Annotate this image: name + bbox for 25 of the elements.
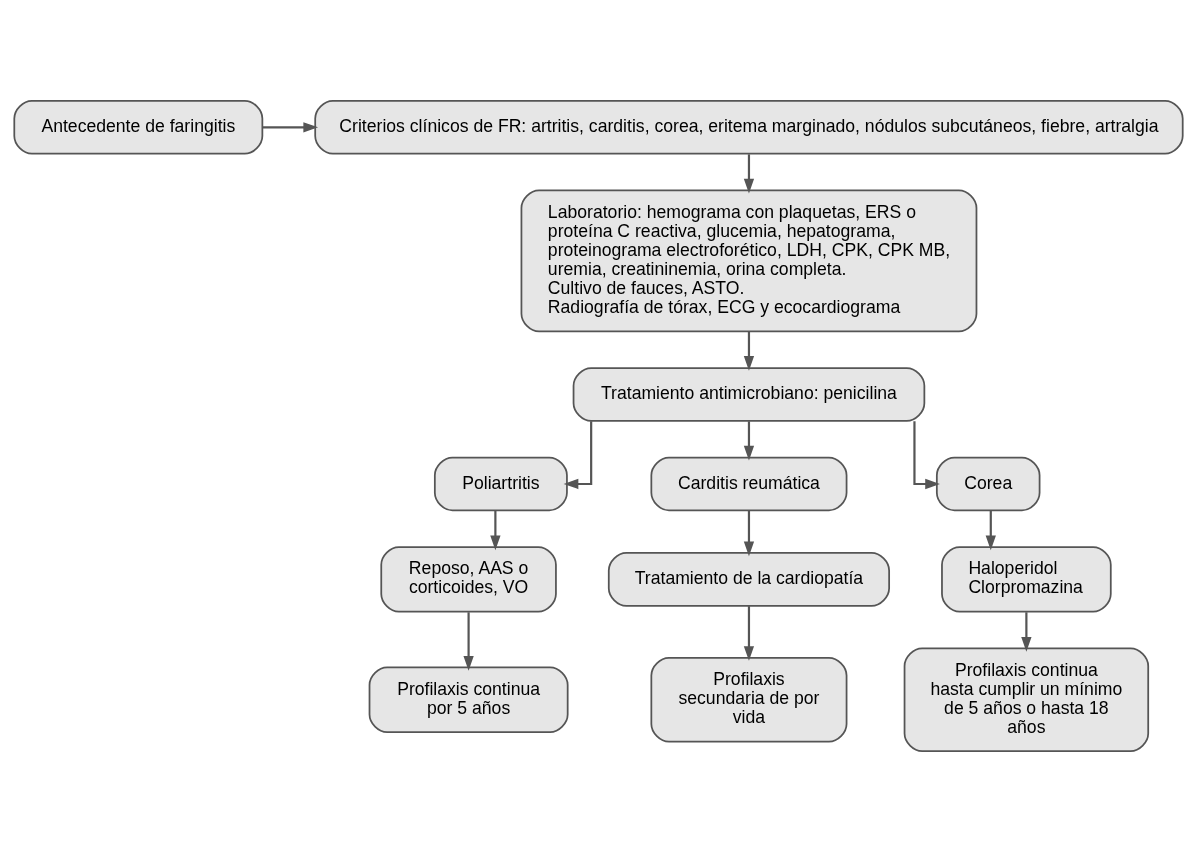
node-box: Reposo, AAS o corticoides, VO — [380, 546, 557, 613]
arrow — [743, 421, 755, 461]
arrow — [262, 122, 319, 133]
node-box: Profilaxis secundaria de por vida — [650, 657, 848, 743]
arrow — [463, 612, 474, 671]
arrow — [913, 421, 940, 490]
node-box: Poliartritis — [433, 456, 568, 512]
node-box: Tratamiento de la cardiopatía — [607, 552, 890, 607]
arrow — [985, 510, 996, 551]
arrow — [743, 331, 755, 371]
node-box: Profilaxis continua por 5 años — [368, 666, 569, 733]
arrow — [563, 421, 593, 490]
node-box: Laboratorio: hemograma con plaquetas, ERS o proteína C reactiva, glucemia, hepatograma, proteinograma electroforético, LDH, CPK, CPK MB, uremia, creatininemia, orina completa. Cultivo de fauces, ASTO. Radiografía de tórax, ECG y ecocardiograma — [520, 189, 978, 333]
arrow — [743, 510, 755, 557]
node-box: Profilaxis continua hasta cumplir un mínimo de 5 años o hasta 18 años — [903, 647, 1150, 752]
node-box: Tratamiento antimicrobiano: penicilina — [572, 367, 926, 422]
arrow — [1021, 612, 1032, 652]
node-box: Antecedente de faringitis — [13, 100, 264, 155]
node-box: Carditis reumática — [650, 456, 848, 512]
arrow — [490, 510, 501, 551]
node-box: Corea — [935, 456, 1041, 512]
node-box: Criterios clínicos de FR: artritis, carditis, corea, eritema marginado, nódulos subcutáneos, fiebre, artralgia — [314, 100, 1184, 155]
arrow — [743, 606, 755, 661]
node-box: Haloperidol Clorpromazina — [941, 546, 1112, 613]
arrow — [743, 154, 755, 194]
